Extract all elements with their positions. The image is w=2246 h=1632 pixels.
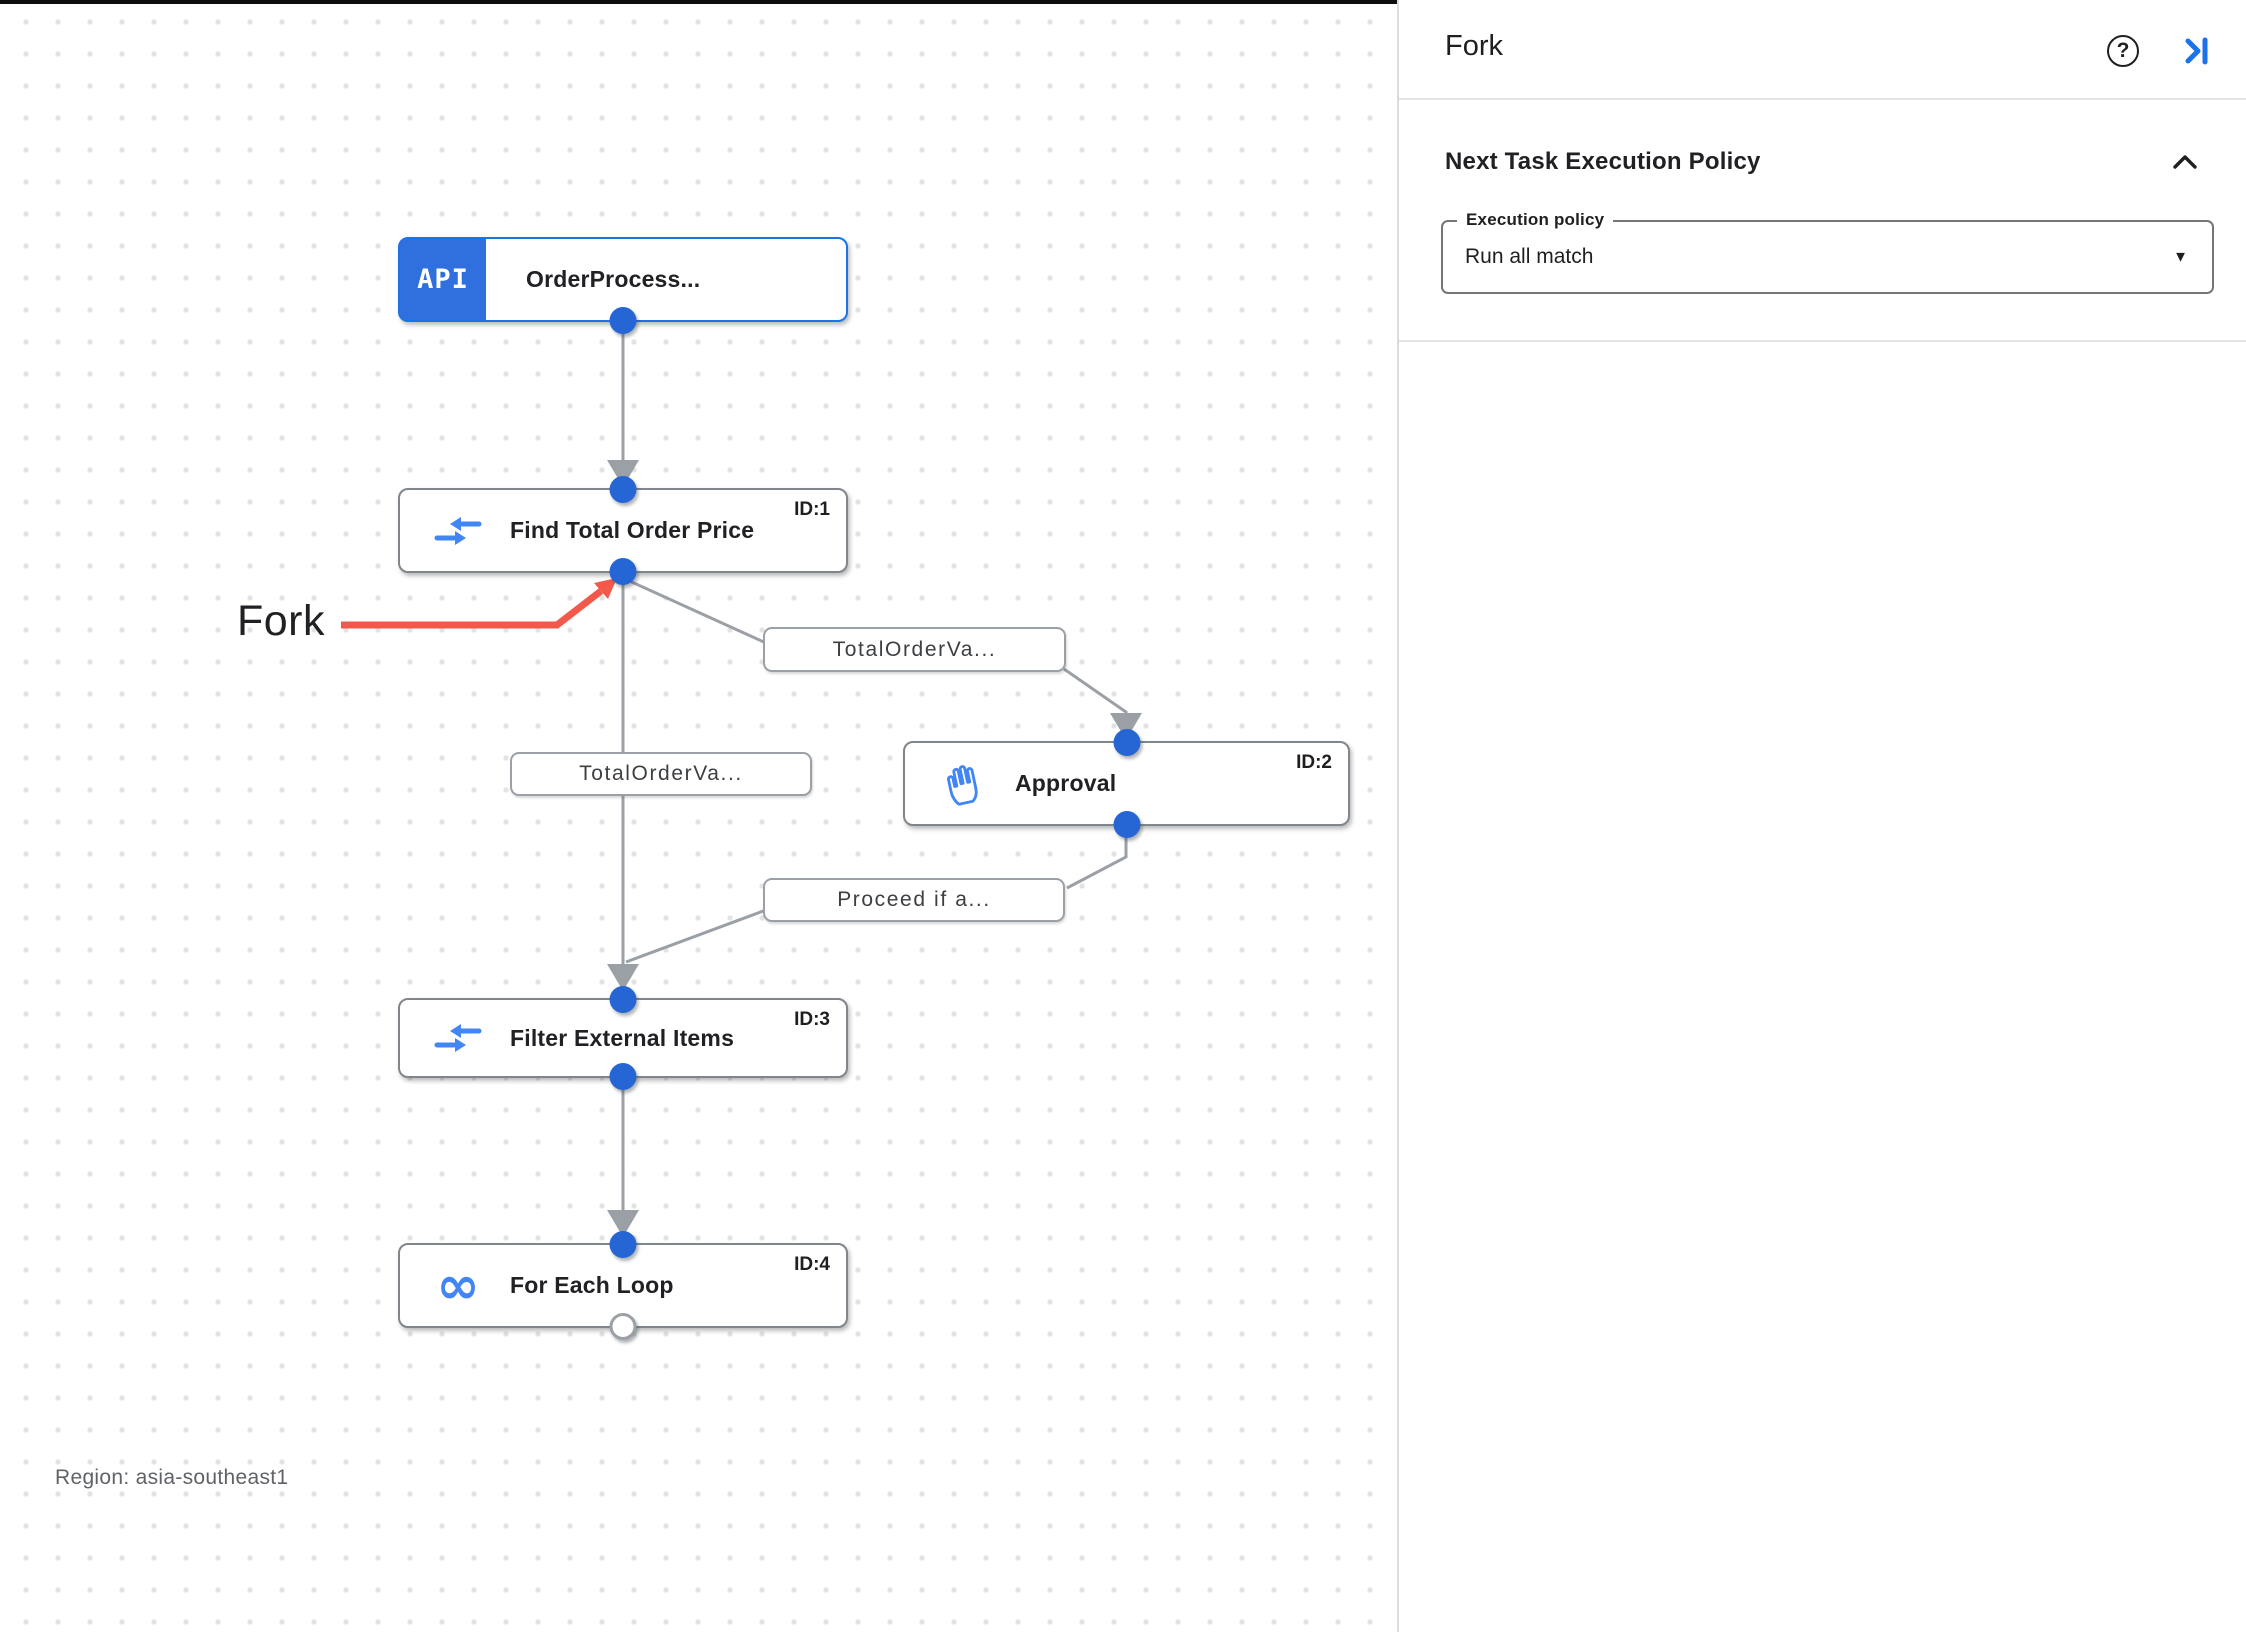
task-node-find-total-order-price[interactable]: ID:1 Find Total Order Price [398, 476, 848, 585]
help-button[interactable]: ? [2104, 32, 2142, 70]
loop-icon: ∞ [436, 1255, 480, 1316]
data-mapping-icon [432, 1020, 484, 1056]
edge-approval-merge-a[interactable] [1066, 827, 1128, 890]
dropdown-caret-icon: ▼ [2173, 248, 2188, 266]
arrowhead-into-task3 [607, 964, 639, 991]
edge-task1-to-approval-b[interactable] [1063, 667, 1128, 716]
node-title: OrderProcess... [526, 266, 701, 292]
config-panel: Fork ? Next Task Execution Policy [1397, 0, 2246, 1632]
node-title: Approval [1015, 770, 1117, 796]
output-port[interactable] [609, 307, 637, 334]
edge-condition-label[interactable]: TotalOrderVa... [763, 627, 1066, 672]
arrowhead-into-task4 [607, 1210, 639, 1237]
edge-approval-merge-b[interactable] [625, 908, 767, 964]
canvas-top-border [0, 0, 1397, 4]
data-mapping-icon [432, 513, 484, 549]
input-port[interactable] [609, 1231, 637, 1258]
input-port[interactable] [609, 986, 637, 1013]
input-port[interactable] [1113, 729, 1140, 756]
output-port[interactable] [609, 558, 637, 585]
section-heading-text: Next Task Execution Policy [1445, 148, 1761, 175]
task-id-badge: ID:2 [1296, 752, 1332, 773]
edge-condition-text: Proceed if a... [837, 888, 991, 911]
api-trigger-icon: API [400, 239, 486, 320]
execution-policy-value: Run all match [1465, 245, 1594, 268]
trigger-node-orderprocess[interactable]: API OrderProcess... [398, 237, 848, 334]
edge-condition-text: TotalOrderVa... [832, 637, 997, 661]
edge-task1-to-approval-a[interactable] [624, 577, 767, 645]
hand-approval-icon [937, 761, 989, 807]
node-title: For Each Loop [510, 1272, 674, 1298]
workflow-edges [341, 322, 1142, 1237]
output-port[interactable] [609, 1063, 637, 1090]
node-title: Find Total Order Price [510, 517, 755, 543]
edge-condition-label[interactable]: TotalOrderVa... [510, 752, 812, 796]
edge-condition-label[interactable]: Proceed if a... [763, 878, 1065, 922]
input-port[interactable] [609, 476, 637, 503]
output-port[interactable] [1113, 811, 1140, 838]
collapse-panel-button[interactable] [2176, 32, 2214, 70]
task-node-approval[interactable]: ID:2 Approval [903, 729, 1350, 838]
section-heading-row[interactable]: Next Task Execution Policy [1445, 148, 2200, 176]
panel-title: Fork [1445, 30, 1503, 62]
config-panel-header: Fork ? [1399, 0, 2246, 100]
collapse-panel-icon [2185, 37, 2208, 65]
node-title: Filter External Items [510, 1024, 735, 1051]
output-port-unconnected[interactable] [609, 1313, 637, 1340]
help-icon: ? [2107, 35, 2139, 67]
region-label: Region: asia-southeast1 [55, 1466, 289, 1489]
arrowhead-into-task1 [607, 460, 639, 487]
edge-condition-text: TotalOrderVa... [579, 762, 743, 785]
next-task-execution-policy-section: Next Task Execution Policy Execution pol… [1399, 148, 2246, 342]
arrowhead-into-approval [1110, 713, 1142, 740]
task-id-badge: ID:1 [794, 499, 830, 520]
fork-annotation-arrow [341, 578, 617, 629]
fork-annotation-label: Fork [237, 597, 325, 645]
chevron-up-icon [2173, 155, 2197, 169]
task-id-badge: ID:4 [794, 1254, 830, 1275]
workflow-canvas[interactable]: API OrderProcess... ID:1 [0, 0, 1397, 1632]
api-trigger-icon-text: API [417, 264, 469, 295]
execution-policy-select[interactable]: Execution policy Run all match ▼ [1441, 210, 2214, 294]
execution-policy-label: Execution policy [1457, 210, 1614, 230]
task-node-for-each-loop[interactable]: ID:4 ∞ For Each Loop [398, 1231, 848, 1340]
task-id-badge: ID:3 [794, 1009, 830, 1030]
task-node-filter-external-items[interactable]: ID:3 Filter External Items [398, 986, 848, 1090]
